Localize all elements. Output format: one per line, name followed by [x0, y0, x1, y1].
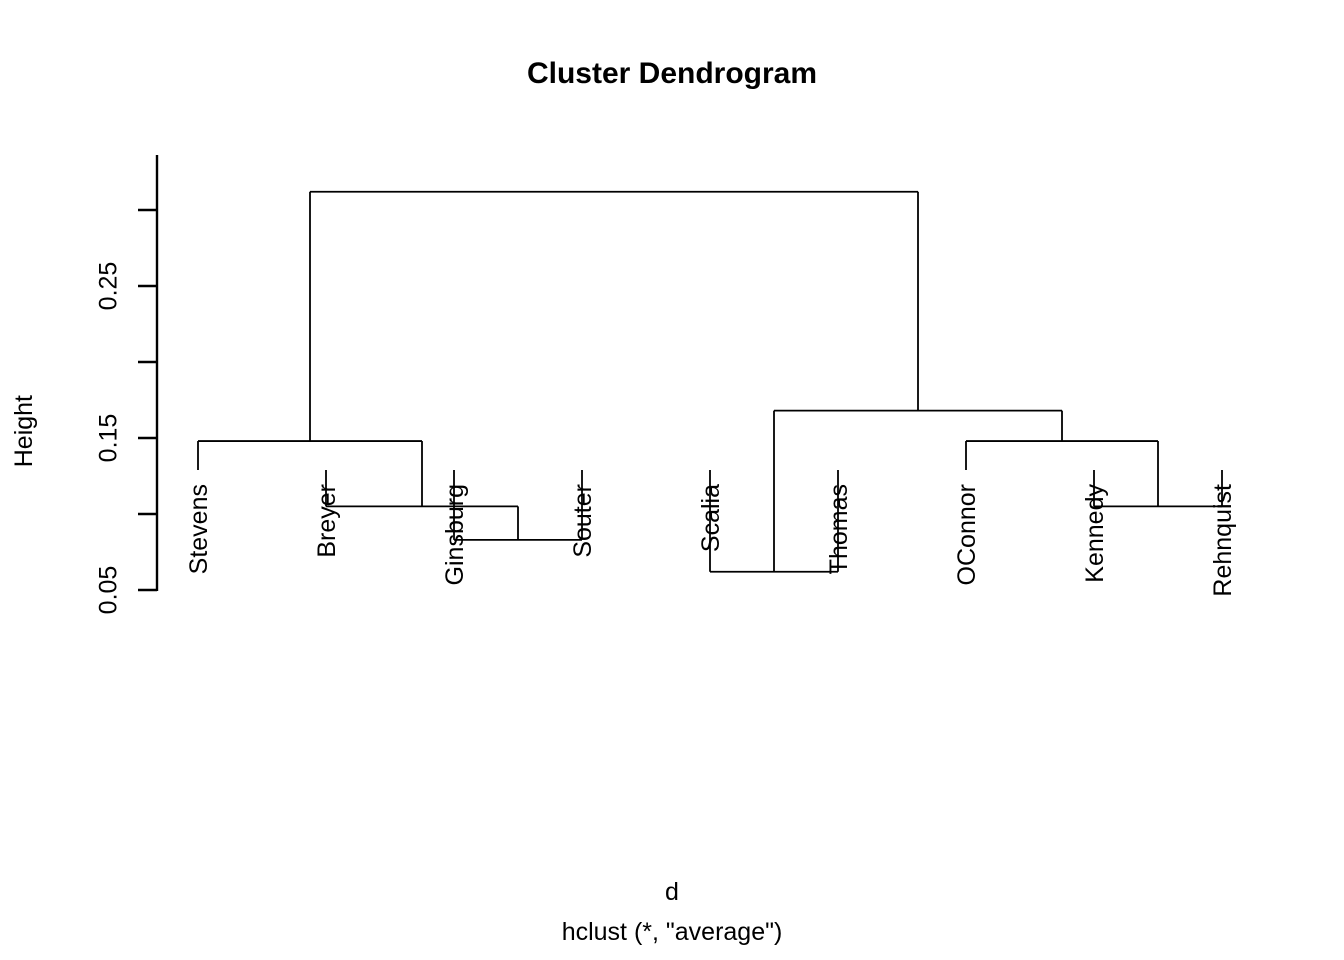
leaf-label-kennedy: Kennedy [1081, 484, 1109, 583]
y-axis-tick-label: 0.25 [95, 262, 123, 311]
y-axis-tick-label: 0.15 [95, 414, 123, 463]
y-axis-ticks [138, 208, 157, 592]
page-title: Cluster Dendrogram [526, 57, 818, 90]
leaf-label-rehnquist: Rehnquist [1209, 484, 1237, 597]
leaf-label-breyer: Breyer [313, 484, 341, 558]
leaf-label-stevens: Stevens [185, 484, 213, 574]
dendrogram-tree [197, 190, 1223, 573]
leaf-label-ginsburg: Ginsburg [441, 484, 469, 585]
y-axis-tick-label: 0.05 [95, 566, 123, 615]
x-axis-sublabel: hclust (*, "average") [561, 918, 783, 946]
x-axis-label: d [665, 878, 679, 906]
leaf-label-scalia: Scalia [697, 484, 725, 552]
y-axis-label: Height [10, 395, 38, 468]
leaf-label-oconnor: OConnor [953, 484, 981, 585]
leaf-label-souter: Souter [569, 484, 597, 558]
leaf-label-thomas: Thomas [825, 484, 853, 574]
y-axis-tick-labels: 0.05 0.15 0.25 [95, 262, 123, 615]
leaf-labels: Stevens Breyer Ginsburg Souter Scalia Thomas O… [185, 484, 1237, 597]
